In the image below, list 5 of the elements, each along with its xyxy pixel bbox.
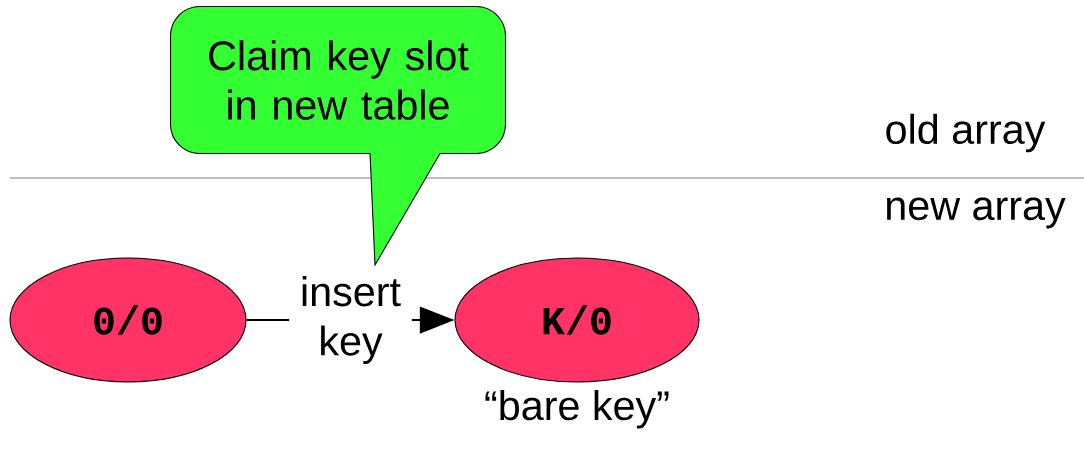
region-label: old array (886, 113, 1046, 153)
region-label: new array (887, 197, 1066, 229)
edge-label: insert key (289, 276, 412, 364)
speech-bubble: Claim key slot in new table (169, 5, 507, 266)
node-label: “bare key” (485, 389, 669, 429)
